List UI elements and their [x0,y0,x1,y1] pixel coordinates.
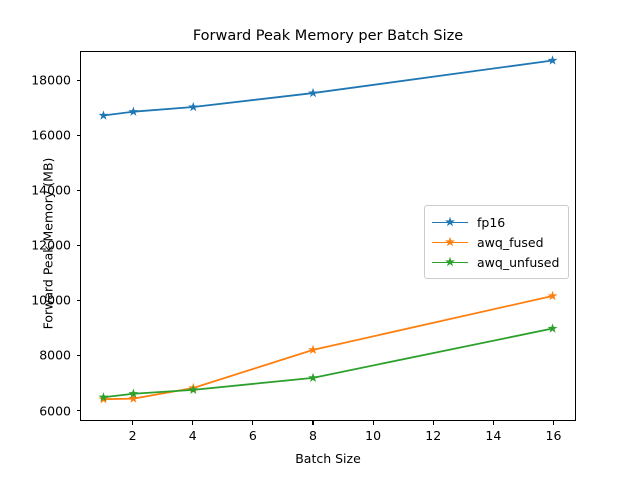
y-tick-mark [76,354,80,357]
legend-star-icon [445,236,455,247]
plot-inner [81,52,575,420]
y-tick-mark [76,299,80,301]
y-tick-mark [76,134,80,136]
series-layer [98,55,558,404]
x-tick-mark [492,421,494,425]
chart-title: Forward Peak Memory per Batch Size [192,28,464,44]
x-tick-mark [552,421,555,425]
legend-item-awq_fused: awq_fused [432,232,559,252]
legend-swatch [432,215,468,229]
y-tick-label: 10000 [31,292,71,308]
x-tick-label: 6 [248,428,257,443]
y-tick-mark [76,244,80,246]
x-tick-label: 12 [425,428,442,443]
data-point-marker [308,372,318,383]
series-fp16 [98,55,558,120]
data-point-marker [547,55,558,65]
data-point-marker [128,393,139,403]
series-line [102,327,554,399]
legend: fp16 awq_fused awq_unfused [424,205,570,279]
legend-label: fp16 [477,214,506,230]
y-tick-mark [76,79,80,81]
legend-label: awq_fused [477,234,544,250]
x-tick-mark [192,421,194,425]
x-axis-label: Batch Size [295,451,361,466]
series-awq_fused [98,290,558,404]
data-point-marker [308,87,318,98]
y-tick-label: 6000 [39,403,71,419]
x-tick-label: 16 [545,428,562,443]
data-point-marker [128,388,139,398]
series-line [102,295,554,401]
x-tick-label: 8 [308,428,317,443]
y-tick-label: 12000 [31,237,71,253]
data-point-marker [128,106,139,116]
legend-star-icon [445,256,455,267]
x-tick-label: 4 [188,428,197,443]
x-tick-mark [132,421,134,425]
y-tick-label: 18000 [31,72,71,88]
legend-star-icon [445,216,455,227]
legend-label: awq_unfused [477,254,560,270]
x-tick-mark [372,421,374,425]
legend-swatch [432,255,468,269]
legend-swatch [432,235,468,249]
x-tick-mark [312,421,314,425]
x-tick-mark [432,421,434,425]
series-awq_unfused [98,323,558,402]
data-point-marker [188,384,199,395]
data-point-marker [98,110,109,120]
y-tick-mark [76,410,80,412]
legend-item-fp16: fp16 [432,212,559,232]
y-tick-label: 16000 [31,127,71,143]
data-point-marker [188,101,199,112]
data-point-marker [547,323,558,333]
data-point-marker [547,290,558,301]
y-tick-label: 14000 [31,182,71,198]
x-tick-label: 10 [365,428,382,443]
x-tick-label: 14 [485,428,502,443]
y-tick-mark [76,189,80,191]
y-tick-label: 8000 [39,347,71,363]
data-point-marker [98,392,109,402]
series-line [102,59,554,117]
x-tick-label: 2 [128,428,137,443]
x-tick-mark [252,421,254,425]
legend-item-awq_unfused: awq_unfused [432,252,559,272]
plot-area [80,51,576,421]
data-point-marker [308,344,318,355]
